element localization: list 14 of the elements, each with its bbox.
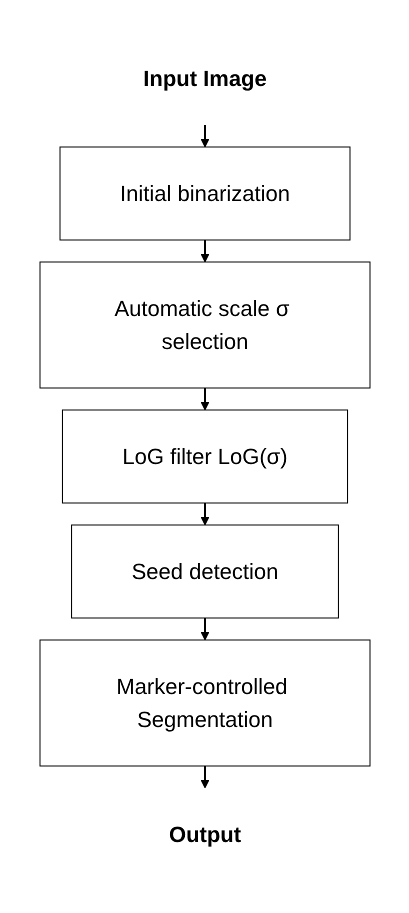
node-box: [61, 410, 348, 504]
node-text: Output: [168, 822, 241, 847]
arrow: [200, 766, 209, 788]
node-box: [70, 524, 338, 618]
node-text: Input Image: [142, 66, 266, 91]
node-box: [59, 146, 350, 240]
node-box: [39, 640, 370, 766]
arrow: [200, 618, 209, 640]
arrow: [200, 125, 209, 148]
arrow: [200, 240, 209, 262]
arrow: [200, 503, 209, 526]
flowchart: Input Image Initial binarization Automatic scale σ selection LoG filter LoG(σ) Seed detection Marker-controlled Segmentation Output: [32, 24, 378, 889]
arrow: [200, 388, 209, 410]
node-box: [39, 262, 370, 388]
